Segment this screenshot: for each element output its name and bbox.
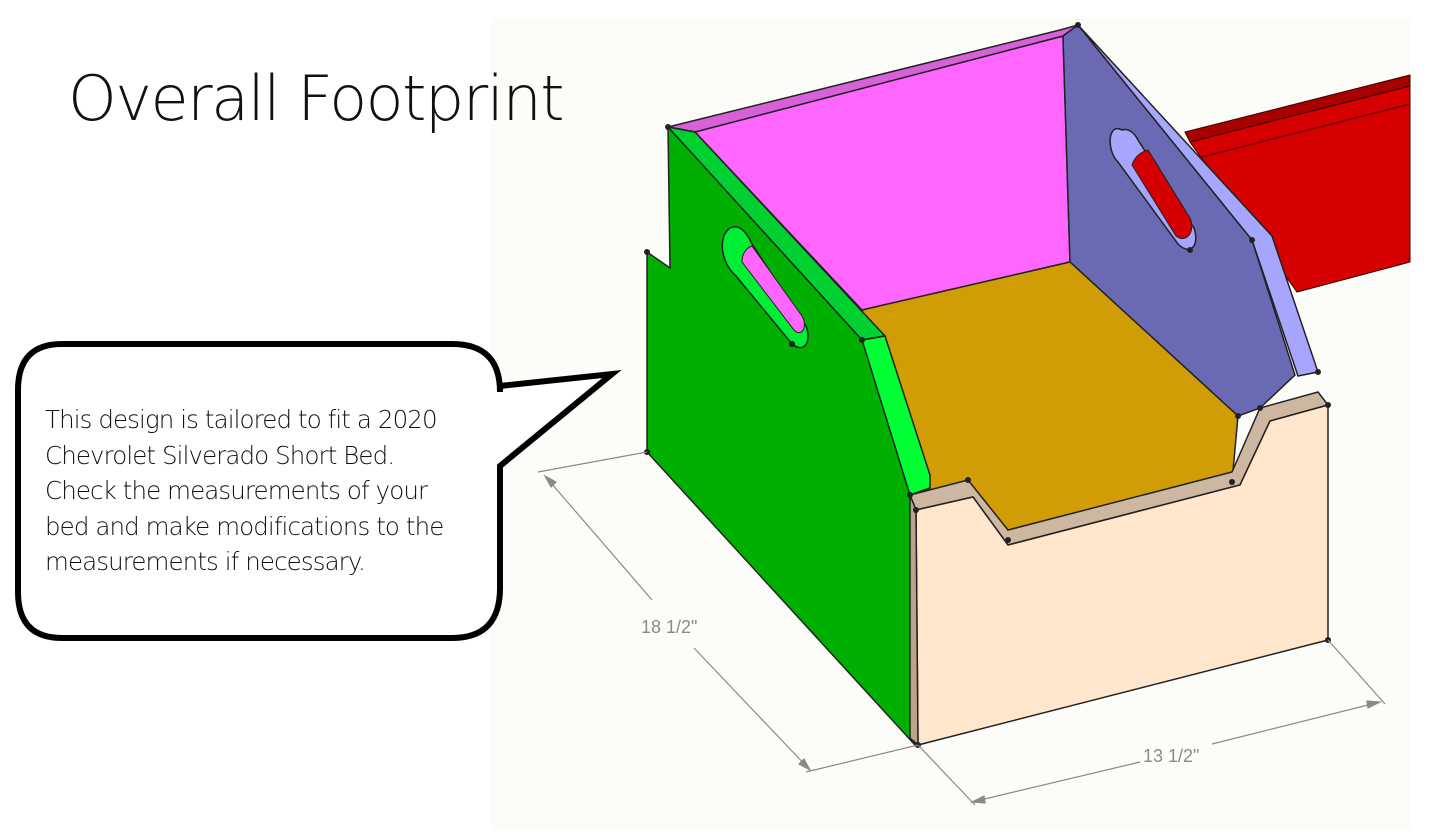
depth-extension-back bbox=[537, 451, 648, 473]
right-side-edge bbox=[1077, 24, 1319, 377]
speech-bubble bbox=[15, 341, 622, 641]
truck-rail bbox=[1184, 74, 1411, 293]
callout-line: Check the measurements of your bbox=[45, 476, 428, 505]
callout-text: This design is tailored to fit a 2020 Ch… bbox=[45, 402, 485, 580]
depth-dimension-line-lower bbox=[693, 647, 811, 771]
callout-line: This design is tailored to fit a 2020 bbox=[45, 405, 438, 434]
callout-line: bed and make modifications to the bbox=[45, 511, 444, 541]
depth-dimension-label: 18 1/2" bbox=[641, 617, 697, 637]
width-arrow-left bbox=[969, 795, 986, 804]
right-handle-opening bbox=[1131, 149, 1193, 240]
front-panel-face bbox=[915, 404, 1329, 746]
callout-line: Chevrolet Silverado Short Bed. bbox=[45, 440, 395, 470]
width-arrow-right bbox=[1366, 700, 1383, 709]
rail-line bbox=[1197, 103, 1411, 159]
slide-title: Overall Footprint bbox=[68, 62, 565, 135]
depth-extension-front bbox=[805, 744, 919, 773]
width-dimension-line-left bbox=[971, 761, 1141, 803]
left-side-panel bbox=[646, 125, 932, 747]
right-side-panel bbox=[1062, 23, 1319, 417]
width-dimension-label: 13 1/2" bbox=[1143, 746, 1199, 766]
depth-dimension bbox=[537, 451, 919, 773]
left-handle-opening bbox=[741, 245, 805, 334]
callout-line: measurements if necessary. bbox=[45, 547, 366, 576]
depth-dimension-line-upper bbox=[544, 475, 653, 601]
left-side-front-edge bbox=[861, 335, 931, 496]
depth-arrow-front bbox=[798, 758, 812, 772]
width-dimension bbox=[917, 639, 1386, 806]
width-extension-right bbox=[1327, 639, 1386, 705]
depth-arrow-back bbox=[543, 474, 557, 488]
width-dimension-line-right bbox=[1211, 701, 1381, 745]
width-extension-left bbox=[917, 744, 976, 806]
front-panel-side-edge bbox=[909, 494, 919, 747]
